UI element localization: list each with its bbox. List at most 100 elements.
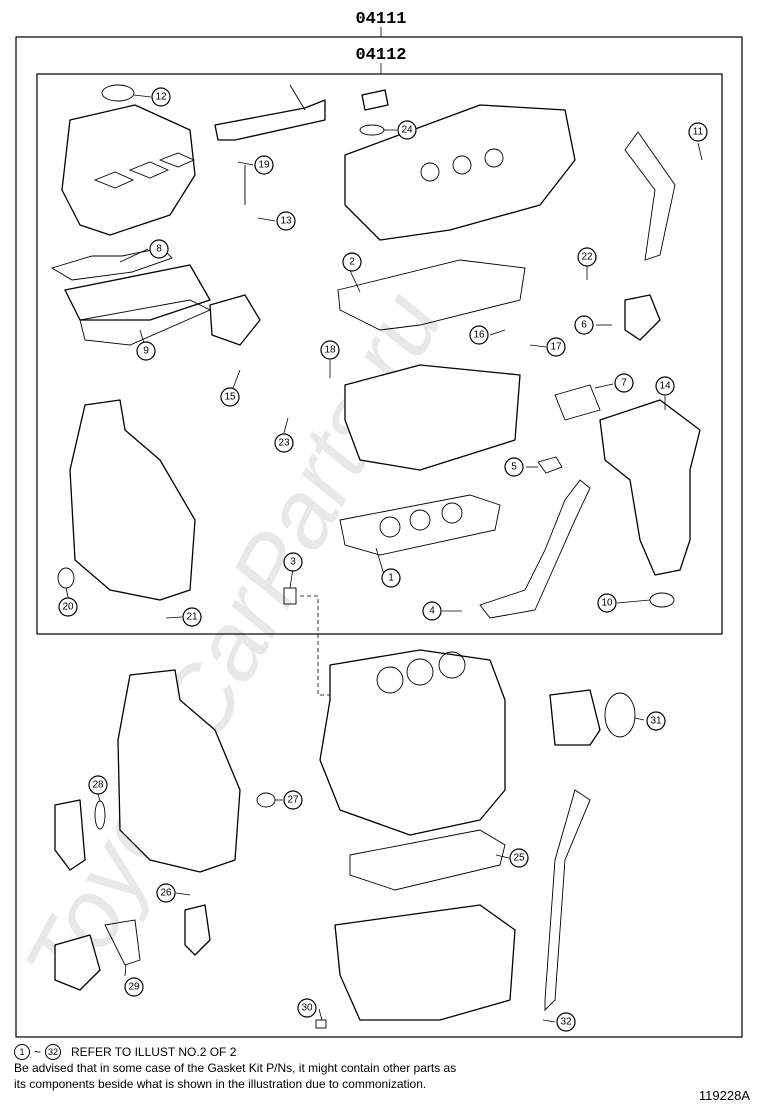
svg-text:4: 4 bbox=[429, 606, 435, 617]
head-gasket-drawing bbox=[339, 494, 501, 556]
leader-lines bbox=[65, 94, 703, 1023]
svg-text:6: 6 bbox=[581, 320, 587, 331]
fuel-rail-pipe-drawing bbox=[244, 84, 306, 205]
refer-line: 1 ~ 32 REFER TO ILLUST NO.2 OF 2 bbox=[14, 1044, 754, 1060]
head-cover-gasket-drawing bbox=[337, 259, 526, 331]
callout-17: 17 bbox=[546, 337, 566, 357]
oil-filter-bracket-drawing bbox=[184, 904, 211, 956]
svg-text:5: 5 bbox=[511, 462, 517, 473]
callout-24: 24 bbox=[397, 120, 417, 140]
svg-text:24: 24 bbox=[401, 125, 413, 136]
svg-text:12: 12 bbox=[155, 92, 167, 103]
throttle-body-drawing bbox=[209, 294, 261, 346]
callout-29: 29 bbox=[124, 977, 144, 997]
gasket-9-drawing bbox=[79, 299, 212, 346]
callout-31: 31 bbox=[646, 711, 666, 731]
svg-text:31: 31 bbox=[650, 716, 662, 727]
callout-9: 9 bbox=[136, 341, 156, 361]
svg-text:21: 21 bbox=[186, 612, 198, 623]
rear-oil-seal-retainer-drawing bbox=[549, 689, 601, 746]
oil-level-gauge-drawing bbox=[544, 789, 591, 1012]
callout-30: 30 bbox=[297, 998, 317, 1018]
callout-6: 6 bbox=[574, 315, 594, 335]
kit-label-inner: 04112 bbox=[355, 46, 406, 65]
illustration-id: 119228A bbox=[698, 1088, 750, 1103]
callout-27: 27 bbox=[283, 790, 303, 810]
svg-text:11: 11 bbox=[693, 127, 704, 138]
water-outlet-drawing bbox=[624, 294, 661, 341]
callout-8: 8 bbox=[149, 239, 169, 259]
kit-outer-frame bbox=[15, 36, 743, 1038]
gasket-29-drawing bbox=[104, 919, 141, 966]
range-end-badge: 32 bbox=[45, 1044, 62, 1060]
svg-text:23: 23 bbox=[278, 438, 290, 449]
range-start-badge: 1 bbox=[14, 1044, 30, 1060]
callout-32: 32 bbox=[556, 1012, 576, 1032]
callout-20: 20 bbox=[58, 597, 78, 617]
timing-cover-lower-drawing bbox=[117, 669, 241, 873]
callout-22: 22 bbox=[577, 247, 597, 267]
kit-inner-frame bbox=[36, 73, 723, 635]
gasket-7-drawing bbox=[554, 384, 601, 421]
svg-text:10: 10 bbox=[601, 598, 613, 609]
oil-seal-20-drawing bbox=[57, 567, 75, 589]
water-pump-drawing bbox=[54, 934, 101, 991]
svg-text:29: 29 bbox=[128, 982, 140, 993]
callout-2: 2 bbox=[342, 252, 362, 272]
callout-7: 7 bbox=[614, 373, 634, 393]
svg-text:22: 22 bbox=[581, 252, 593, 263]
callout-15: 15 bbox=[220, 387, 240, 407]
callout-28: 28 bbox=[88, 775, 108, 795]
callout-23: 23 bbox=[274, 433, 294, 453]
callout-5: 5 bbox=[504, 457, 524, 477]
gasket-24-drawing bbox=[359, 124, 385, 136]
oil-level-gauge-guide-drawing bbox=[624, 131, 676, 261]
callout-25: 25 bbox=[509, 848, 529, 868]
water-pipe-drawing bbox=[479, 479, 591, 619]
svg-text:30: 30 bbox=[301, 1003, 313, 1014]
callout-26: 26 bbox=[156, 883, 176, 903]
drain-plug-drawing bbox=[315, 1019, 327, 1029]
range-separator: ~ bbox=[34, 1045, 42, 1059]
cylinder-head-cover-drawing bbox=[344, 104, 576, 241]
svg-text:14: 14 bbox=[659, 381, 671, 392]
svg-text:25: 25 bbox=[513, 853, 525, 864]
svg-text:32: 32 bbox=[560, 1017, 572, 1028]
timing-cover-upper-drawing bbox=[69, 399, 196, 601]
svg-text:28: 28 bbox=[92, 780, 104, 791]
svg-text:18: 18 bbox=[324, 345, 336, 356]
oil-filler-cap-drawing bbox=[361, 89, 389, 111]
dashed-link bbox=[300, 595, 340, 696]
gasket-5-drawing bbox=[537, 456, 563, 474]
callout-18: 18 bbox=[320, 340, 340, 360]
oil-seal-31-drawing bbox=[604, 692, 636, 738]
cylinder-head-drawing bbox=[344, 364, 521, 471]
callout-14: 14 bbox=[655, 376, 675, 396]
callout-13: 13 bbox=[276, 211, 296, 231]
oil-pan-gasket-drawing bbox=[349, 829, 506, 891]
intake-ports-drawing bbox=[93, 152, 196, 189]
callout-3: 3 bbox=[283, 552, 303, 572]
gasket-12-drawing bbox=[101, 84, 135, 102]
refer-text: REFER TO ILLUST NO.2 OF 2 bbox=[71, 1045, 237, 1059]
svg-text:26: 26 bbox=[160, 888, 172, 899]
callout-group: 1 2 3 4 5 6 7 8 9 10 11 12 13 14 15 16 1… bbox=[58, 87, 708, 1032]
svg-text:3: 3 bbox=[290, 557, 296, 568]
svg-text:19: 19 bbox=[258, 160, 270, 171]
callout-21: 21 bbox=[182, 607, 202, 627]
heat-insulator-drawing bbox=[64, 264, 211, 321]
note-line-1: Be advised that in some case of the Gask… bbox=[14, 1061, 457, 1075]
cylinder-block-drawing bbox=[319, 649, 506, 836]
intake-manifold-drawing bbox=[61, 104, 196, 236]
callout-11: 11 bbox=[688, 122, 708, 142]
svg-text:27: 27 bbox=[287, 795, 299, 806]
water-inlet-housing-drawing bbox=[54, 799, 86, 871]
svg-text:15: 15 bbox=[224, 392, 236, 403]
svg-text:13: 13 bbox=[280, 216, 292, 227]
exhaust-manifold-drawing bbox=[599, 399, 701, 576]
footer-notes: 1 ~ 32 REFER TO ILLUST NO.2 OF 2 Be advi… bbox=[14, 1044, 754, 1092]
oil-seal-27-drawing bbox=[256, 792, 276, 808]
oil-pan-drawing bbox=[334, 904, 516, 1021]
svg-text:7: 7 bbox=[621, 378, 627, 389]
